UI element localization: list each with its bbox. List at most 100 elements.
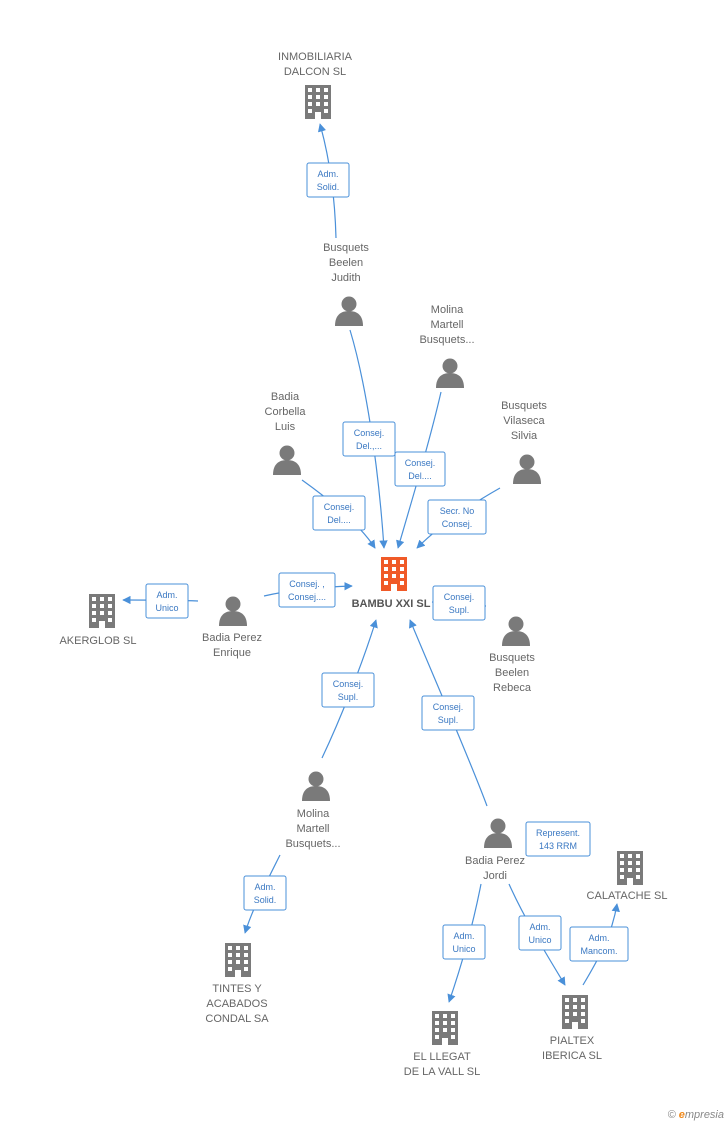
building-icon <box>562 995 588 1029</box>
node-badia-enrique[interactable]: Badia Perez Enrique <box>202 596 262 660</box>
node-inmobiliaria-dalcon[interactable]: INMOBILIARIA DALCON SL <box>278 51 353 119</box>
role-label[interactable]: Consej. Del.... <box>394 451 446 487</box>
node-tintes[interactable]: TINTES Y ACABADOS CONDAL SA <box>205 943 269 1025</box>
person-icon <box>273 445 301 475</box>
svg-text:Unico: Unico <box>155 603 178 613</box>
node-akerglob[interactable]: AKERGLOB SL <box>59 594 137 647</box>
svg-text:Solid.: Solid. <box>254 895 277 905</box>
node-label: INMOBILIARIA <box>278 51 353 63</box>
person-icon <box>502 616 530 646</box>
role-label[interactable]: Represent. 143 RRM <box>525 821 591 857</box>
svg-text:Represent.: Represent. <box>536 828 580 838</box>
node-label: Martell <box>430 319 463 331</box>
node-label: Beelen <box>495 667 529 679</box>
node-el-llegat[interactable]: EL LLEGAT DE LA VALL SL <box>404 1011 480 1078</box>
svg-text:Consej.: Consej. <box>333 679 364 689</box>
role-label[interactable]: Adm. Unico <box>145 583 189 619</box>
svg-text:Adm.: Adm. <box>156 590 177 600</box>
node-bambu-xxi-main[interactable]: BAMBU XXI SL <box>352 557 431 610</box>
node-busquets-silvia[interactable]: Busquets Vilaseca Silvia <box>501 400 547 484</box>
node-label: Beelen <box>329 257 363 269</box>
node-molina-bottom[interactable]: Molina Martell Busquets... <box>285 771 341 851</box>
role-label[interactable]: Consej. Del.... <box>312 495 366 531</box>
brand-logo: © empresia <box>668 1109 724 1121</box>
node-label: Badia Perez <box>465 855 525 867</box>
svg-text:Unico: Unico <box>528 935 551 945</box>
svg-text:Supl.: Supl. <box>449 605 470 615</box>
node-label: CONDAL SA <box>205 1013 269 1025</box>
node-label: Badia Perez <box>202 632 262 644</box>
svg-text:Supl.: Supl. <box>338 692 359 702</box>
node-busquets-judith[interactable]: Busquets Beelen Judith <box>323 242 369 326</box>
svg-text:Del....: Del.... <box>408 471 432 481</box>
brand-name: mpresia <box>684 1109 724 1121</box>
node-label: Corbella <box>265 406 307 418</box>
node-label: Silvia <box>511 430 538 442</box>
person-icon <box>302 771 330 801</box>
building-icon <box>432 1011 458 1045</box>
role-label[interactable]: Secr. No Consej. <box>427 499 487 535</box>
node-badia-luis[interactable]: Badia Corbella Luis <box>265 391 307 475</box>
svg-text:Adm.: Adm. <box>588 933 609 943</box>
svg-text:Consej.: Consej. <box>444 592 475 602</box>
svg-text:Unico: Unico <box>452 944 475 954</box>
svg-text:Adm.: Adm. <box>317 169 338 179</box>
node-label: Molina <box>297 808 330 820</box>
building-icon <box>305 85 331 119</box>
node-label: AKERGLOB SL <box>59 635 136 647</box>
node-label: Busquets <box>501 400 547 412</box>
svg-text:Supl.: Supl. <box>438 715 459 725</box>
person-icon <box>436 358 464 388</box>
svg-text:Secr. No: Secr. No <box>440 506 475 516</box>
node-label: Martell <box>296 823 329 835</box>
node-label: BAMBU XXI SL <box>352 598 431 610</box>
svg-text:143 RRM: 143 RRM <box>539 841 577 851</box>
node-calatache[interactable]: CALATACHE SL <box>587 851 668 902</box>
svg-text:Mancom.: Mancom. <box>580 946 617 956</box>
node-label: Enrique <box>213 647 251 659</box>
role-label[interactable]: Consej. Supl. <box>421 695 475 731</box>
svg-text:Del....: Del.... <box>327 515 351 525</box>
node-badia-jordi[interactable]: Badia Perez Jordi <box>465 818 525 883</box>
building-icon <box>89 594 115 628</box>
role-label[interactable]: Consej. Supl. <box>321 672 375 708</box>
role-label[interactable]: Adm. Solid. <box>306 162 350 198</box>
node-label: Judith <box>331 272 360 284</box>
svg-text:Del.,...: Del.,... <box>356 441 382 451</box>
role-label[interactable]: Consej. , Consej.... <box>278 572 336 608</box>
svg-text:Solid.: Solid. <box>317 182 340 192</box>
person-icon <box>484 818 512 848</box>
svg-text:Consej.: Consej. <box>433 702 464 712</box>
svg-text:Consej....: Consej.... <box>288 592 326 602</box>
role-label[interactable]: Adm. Mancom. <box>569 926 629 962</box>
node-label: CALATACHE SL <box>587 890 668 902</box>
node-molina-top[interactable]: Molina Martell Busquets... <box>419 304 475 388</box>
role-label[interactable]: Adm. Solid. <box>243 875 287 911</box>
node-label: TINTES Y <box>212 983 262 995</box>
node-label: Busquets <box>323 242 369 254</box>
svg-text:Consej. ,: Consej. , <box>289 579 325 589</box>
role-label[interactable]: Adm. Unico <box>442 924 486 960</box>
role-labels: Adm. Solid. Consej. Del.,... Consej. Del… <box>145 162 629 962</box>
person-icon <box>513 454 541 484</box>
svg-text:Consej.: Consej. <box>324 502 355 512</box>
node-pialtex[interactable]: PIALTEX IBERICA SL <box>542 995 602 1062</box>
role-label[interactable]: Adm. Unico <box>518 915 562 951</box>
node-label: Jordi <box>483 870 507 882</box>
role-label[interactable]: Consej. Del.,... <box>342 421 396 457</box>
node-label: DE LA VALL SL <box>404 1066 480 1078</box>
node-label: Luis <box>275 421 296 433</box>
node-label: Rebeca <box>493 682 532 694</box>
node-label: Molina <box>431 304 464 316</box>
node-busquets-rebeca[interactable]: Busquets Beelen Rebeca <box>489 616 535 695</box>
node-label: EL LLEGAT <box>413 1051 471 1063</box>
node-label: DALCON SL <box>284 66 346 78</box>
brand-initial: e <box>678 1109 685 1121</box>
svg-text:Consej.: Consej. <box>354 428 385 438</box>
node-label: Busquets... <box>285 838 340 850</box>
copyright-icon: © <box>667 1109 676 1121</box>
person-icon <box>219 596 247 626</box>
node-label: Vilaseca <box>503 415 545 427</box>
role-label[interactable]: Consej. Supl. <box>432 585 486 621</box>
